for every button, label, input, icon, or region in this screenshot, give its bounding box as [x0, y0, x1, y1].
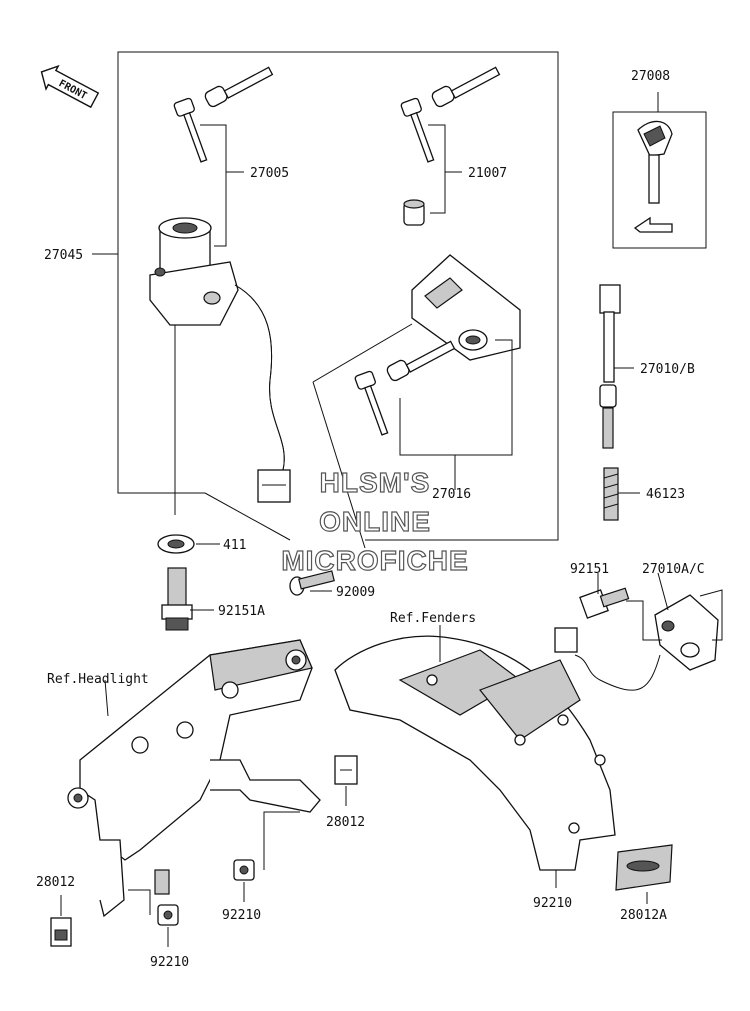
bolt-92151A	[161, 567, 193, 631]
key-blank	[633, 120, 673, 233]
nut-92210-left	[157, 904, 179, 926]
label-27045: 27045	[44, 248, 83, 263]
headlight-bracket	[67, 639, 321, 918]
label-28012A: 28012A	[620, 908, 667, 923]
key-set-27005	[173, 66, 274, 163]
label-ref-headlight: Ref.Headlight	[47, 672, 149, 687]
key-blank-box	[612, 111, 707, 249]
nut-92210-mid	[233, 859, 255, 881]
label-92210-left: 92210	[150, 955, 189, 970]
bolt-92151	[579, 587, 630, 619]
watermark-line-2: ONLINE	[319, 506, 431, 537]
label-92151: 92151	[570, 562, 609, 577]
seat-lock	[354, 254, 521, 436]
seat-switch-wire	[599, 284, 621, 449]
key-set-21007	[400, 66, 501, 163]
label-28012-mid: 28012	[326, 815, 365, 830]
lock-cylinder	[403, 199, 425, 226]
return-spring	[603, 467, 619, 521]
screw-92009	[289, 570, 335, 596]
reflector-mid	[334, 755, 358, 785]
label-411: 411	[223, 538, 246, 553]
label-27010AC: 27010A/C	[642, 562, 705, 577]
label-27010B: 27010/B	[640, 362, 695, 377]
rear-fender	[334, 635, 616, 871]
label-92210-right: 92210	[533, 896, 572, 911]
watermark-line-3: MICROFICHE	[281, 545, 468, 576]
label-92151A: 92151A	[218, 604, 265, 619]
label-21007: 21007	[468, 166, 507, 181]
label-27008: 27008	[631, 69, 670, 84]
side-stand-switch	[554, 589, 723, 691]
label-92210-mid: 92210	[222, 908, 261, 923]
label-27016: 27016	[432, 487, 471, 502]
label-46123: 46123	[646, 487, 685, 502]
watermark-line-1: HLSM'S	[320, 467, 431, 498]
washer-411	[157, 534, 195, 554]
label-ref-fenders: Ref.Fenders	[390, 611, 476, 626]
label-27005: 27005	[250, 166, 289, 181]
label-28012-left: 28012	[36, 875, 75, 890]
reflector-left	[50, 917, 72, 947]
front-arrow-badge: FRONT	[40, 64, 100, 109]
reflector-28012A	[615, 844, 673, 891]
ignition-kit-frame	[117, 51, 559, 541]
ignition-switch	[149, 217, 291, 503]
label-92009: 92009	[336, 585, 375, 600]
watermark: HLSM'S ONLINE MICROFICHE	[281, 466, 469, 576]
